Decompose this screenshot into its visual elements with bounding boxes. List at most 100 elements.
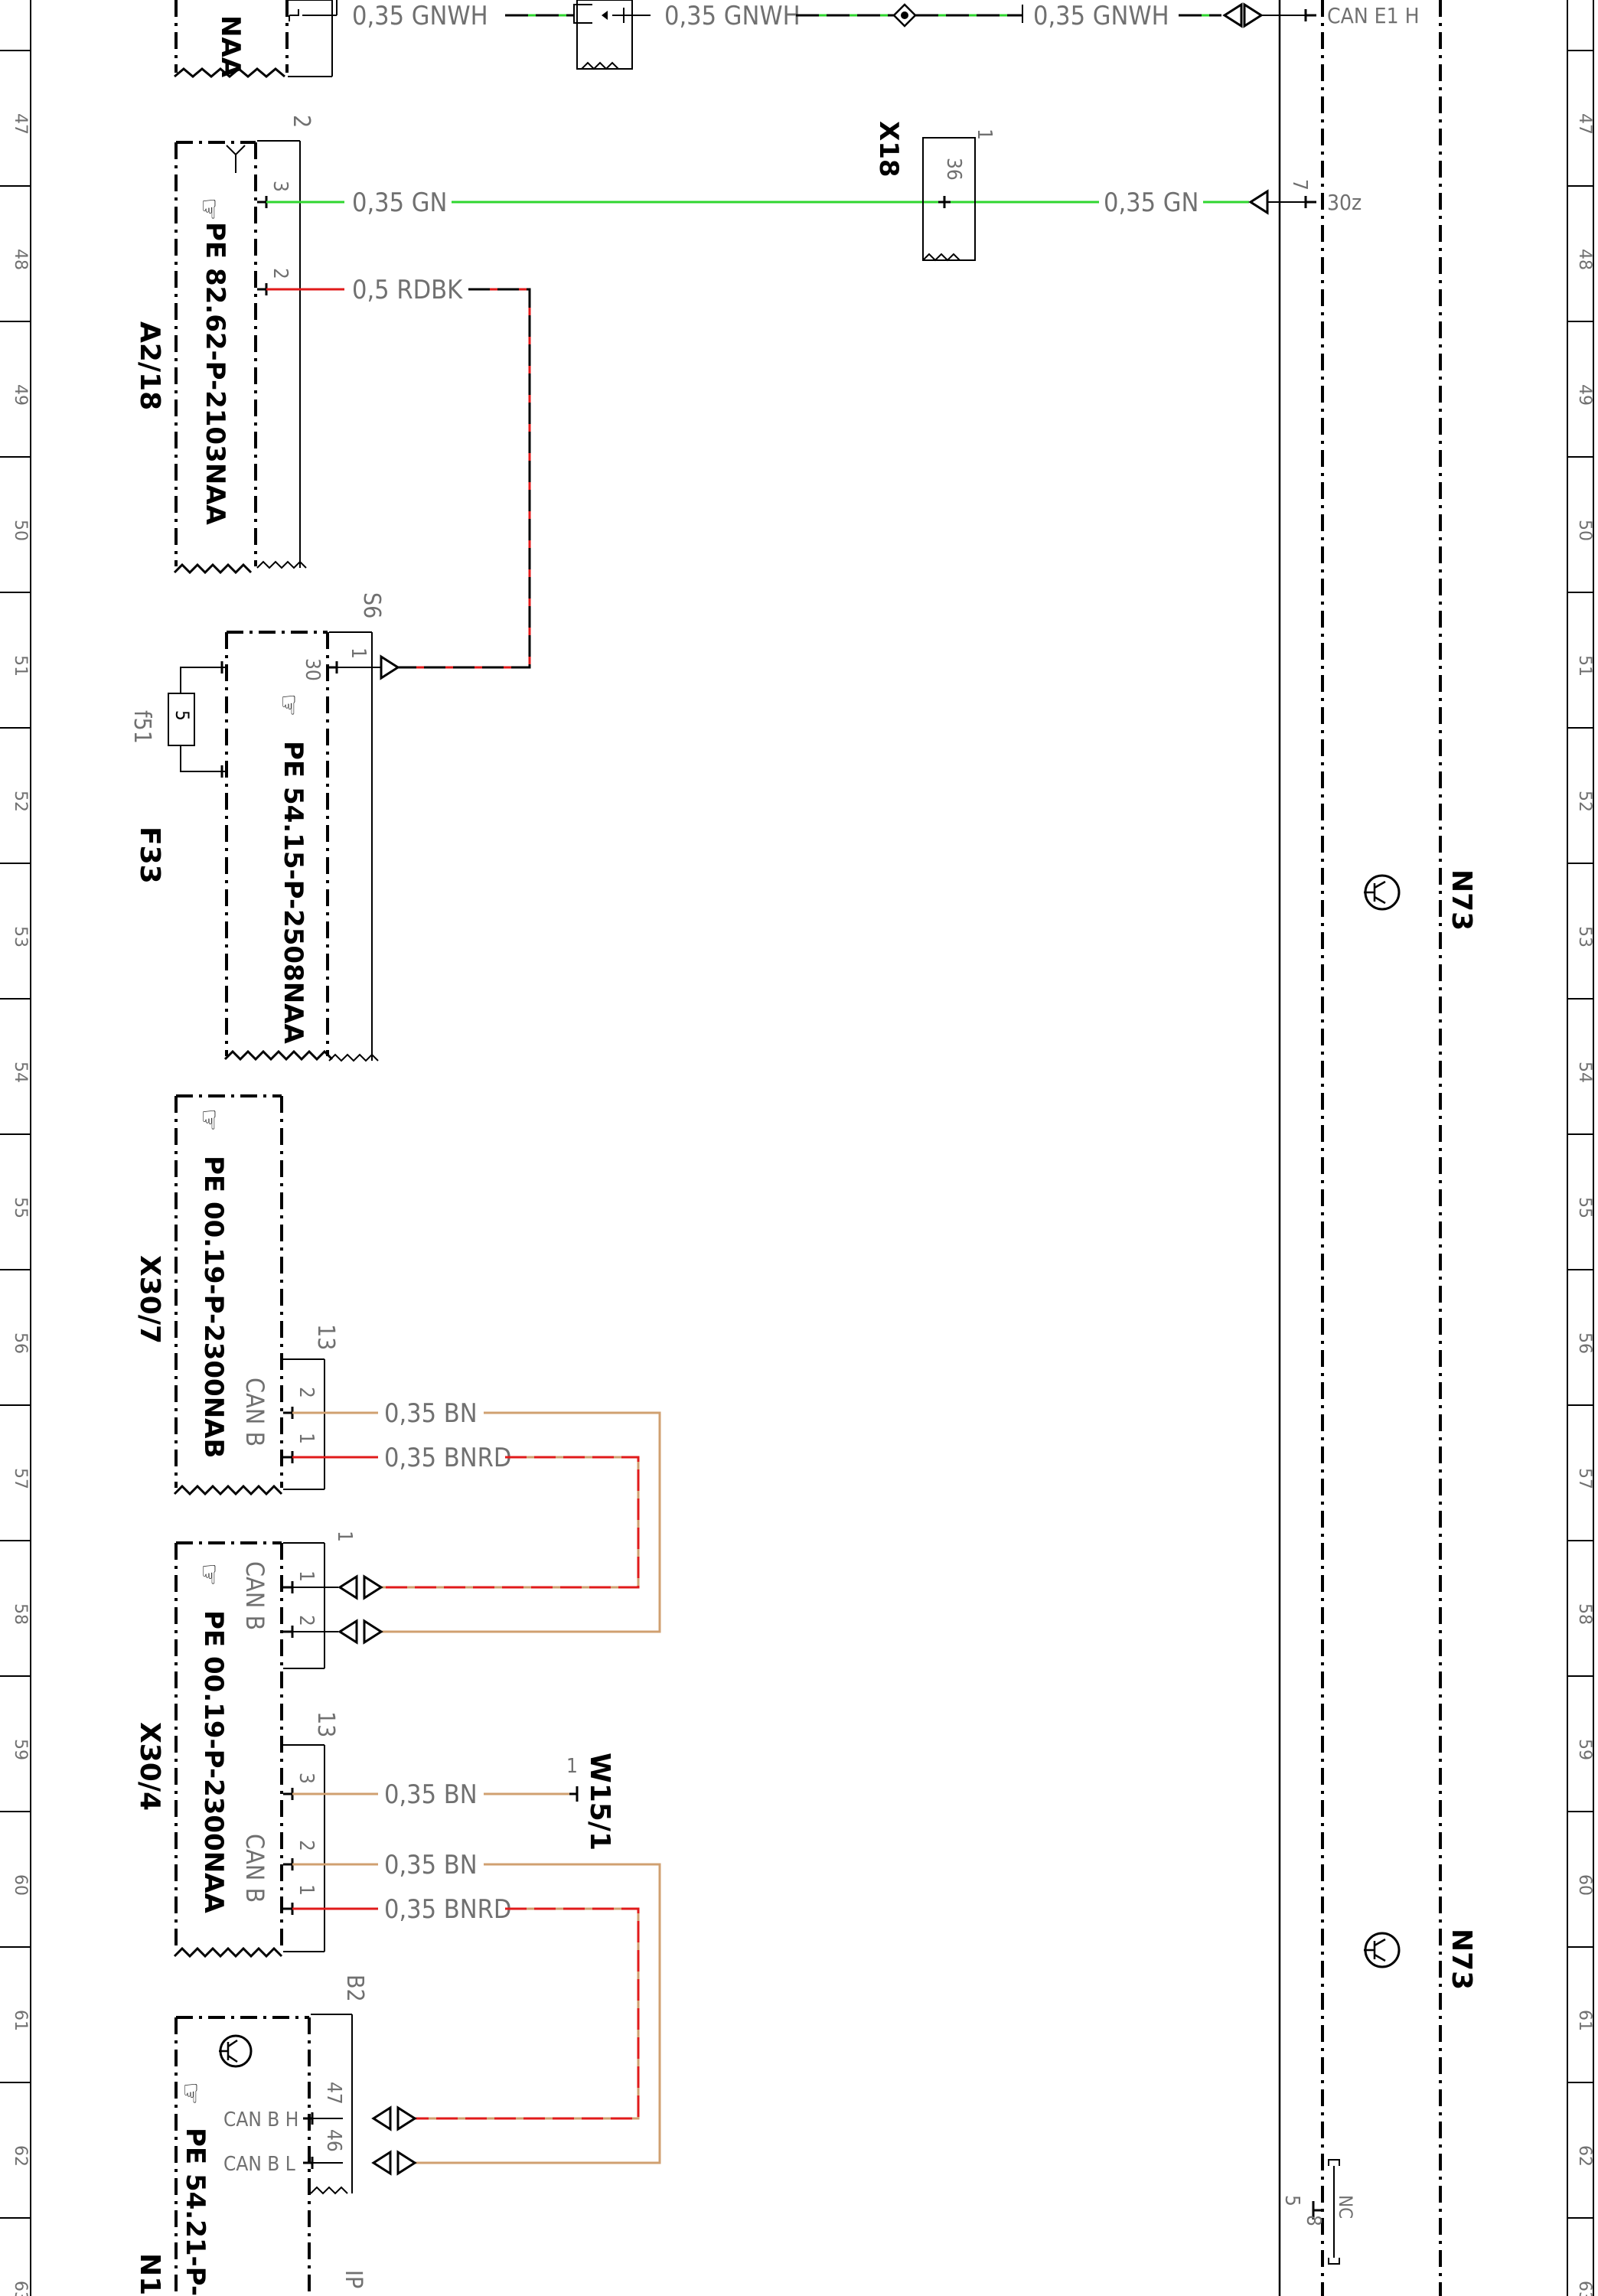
n1-pin-h: 47 [322,2082,345,2105]
f33-terminal: 30 [301,658,324,681]
grid-number: 53 [1575,926,1594,947]
grid-number: 52 [1575,791,1594,812]
x18-conn-number: 1 [973,129,996,140]
x30-7-name: X30/7 [134,1255,165,1344]
n73-nc: NC [1335,2195,1356,2219]
n73-boundary [1278,0,1442,2296]
top-component-label: NAA [215,15,246,78]
x30-7-pin-1: 1 [295,1433,318,1444]
grid-number: 62 [1575,2145,1594,2167]
n73-pin-8: 8 [1302,2215,1325,2226]
grid-number: 62 [11,2145,30,2167]
n1-can-h: CAN B H [223,2108,298,2131]
x30-4-pin-a2: 2 [295,1615,318,1626]
n73-name-1: N73 [1446,869,1477,931]
grid-number: 47 [1575,113,1594,135]
f33-name: F33 [134,827,165,884]
grid-number: 60 [1575,1874,1594,1896]
grid-number: 58 [11,1603,30,1625]
n73-name-2: N73 [1446,1929,1477,1990]
grid-number: 49 [11,384,30,406]
n73-pin-30z: 30z [1327,190,1362,215]
pe-icon-f33: ☞ [274,693,302,716]
x30-4-name: X30/4 [134,1722,165,1811]
wire-label-gnwh-2: 0,35 GNWH [664,1,801,31]
grid-number: 58 [1575,1603,1594,1625]
grid-number: 61 [1575,2010,1594,2031]
f33-pin: 1 [347,647,370,659]
x30-7-bus: CAN B [240,1378,269,1446]
grid-number: 63 [11,2281,30,2296]
x30-4-bus-a: CAN B [240,1561,269,1630]
n73-pin-7: 7 [1288,179,1311,191]
grid-number: 50 [11,520,30,541]
w15-1-name: W15/1 [584,1753,615,1851]
n73-pin-5: 5 [1280,2195,1303,2206]
wire-label-bnrd-1: 0,35 BNRD [384,1443,511,1473]
grid-number: 55 [11,1197,30,1218]
grid-number: 53 [11,926,30,947]
n1-conn: B2 [341,1975,368,2002]
grid-number: 57 [1575,1468,1594,1489]
x30-4-pin-b3: 3 [295,1773,318,1784]
x18-name: X18 [873,121,904,178]
x30-4-bus-b: CAN B [240,1834,269,1903]
wire-label-gn-2: 0,35 GN [1104,188,1198,218]
grid-number: 55 [1575,1197,1594,1218]
grid-number: 59 [11,1739,30,1760]
grid-number: 60 [11,1874,30,1896]
n1-component: B2 ☞ PE 54.21-P- N1 CAN B H CAN B L 47 4… [134,1975,417,2296]
a2-18-conn-number: 2 [288,115,315,128]
grid-number: 50 [1575,520,1594,541]
n1-name: N1 [134,2253,165,2295]
grid-number: 48 [1575,249,1594,270]
grid-ticks [0,50,1593,2219]
grid-number: 63 [1575,2281,1594,2296]
x30-7-wires: 0,35 BN 0,35 BNRD [292,1398,661,1633]
grid-number: 51 [1575,655,1594,677]
grid-frame [30,0,1594,2296]
x30-7-pin-2: 2 [295,1387,318,1398]
grid-number: 51 [11,655,30,677]
grid-number: 52 [11,791,30,812]
pe-icon-n1: ☞ [176,2082,204,2105]
wire-label-bn-1: 0,35 BN [384,1398,478,1429]
x30-4-pin-b2: 2 [295,1840,318,1851]
w15-1-pin: 1 [566,1755,578,1778]
top-gnwh-wire: 0,35 GNWH 0,35 GNWH 0,35 GNWH CAN E1 H [289,0,1420,70]
wire-label-rdbk: 0,5 RDBK [352,275,463,305]
f33-fuse-value: 5 [171,710,193,721]
n1-ip: IP [340,2270,367,2288]
grid-number: 48 [11,249,30,270]
wire-label-bn-3: 0,35 BN [384,1850,478,1880]
grid-number: 54 [11,1062,30,1083]
x30-4-pin-a1: 1 [295,1570,318,1582]
a2-18-pin-2: 2 [269,268,292,279]
a2-18-pin-3: 3 [269,181,292,192]
x18-pin: 36 [942,158,965,181]
x30-4-pin-b1: 1 [295,1884,318,1896]
rdbk-wire: 0,5 RDBK [266,275,531,680]
n1-doc: PE 54.21-P- [180,2128,210,2296]
x30-4-conn-b: 13 [312,1711,339,1737]
x30-4-wires: 0,35 BN 1 W15/1 0,35 BN 0,35 BNRD [292,1753,661,2164]
grid-number: 56 [11,1332,30,1354]
a2-18-name: A2/18 [134,321,165,410]
x18-component: 36 X18 1 [873,121,996,262]
grid-number: 59 [1575,1739,1594,1760]
f33-conn: S6 [358,592,385,618]
f33-component: S6 ☞ PE 54.15-P-2508NAA F33 30 1 5 f51 [129,592,385,1062]
grid-number: 56 [1575,1332,1594,1354]
grid-number: 47 [11,113,30,135]
wire-label-bn-2: 0,35 BN [384,1779,478,1810]
pe-icon-a2-18: ☞ [194,197,223,220]
x30-4-conn-a: 1 [333,1531,356,1542]
f33-fuse-name: f51 [129,710,155,744]
wire-label-gn-1: 0,35 GN [352,188,447,218]
pe-icon-x30-4: ☞ [194,1563,223,1586]
x30-7-doc: PE 00.19-P-2300NAB [198,1156,229,1458]
wire-label-gnwh-1: 0,35 GNWH [352,1,488,31]
n73-internals: N73 N73 NC 5 8 [1280,869,1477,2265]
grid-number: 49 [1575,384,1594,406]
